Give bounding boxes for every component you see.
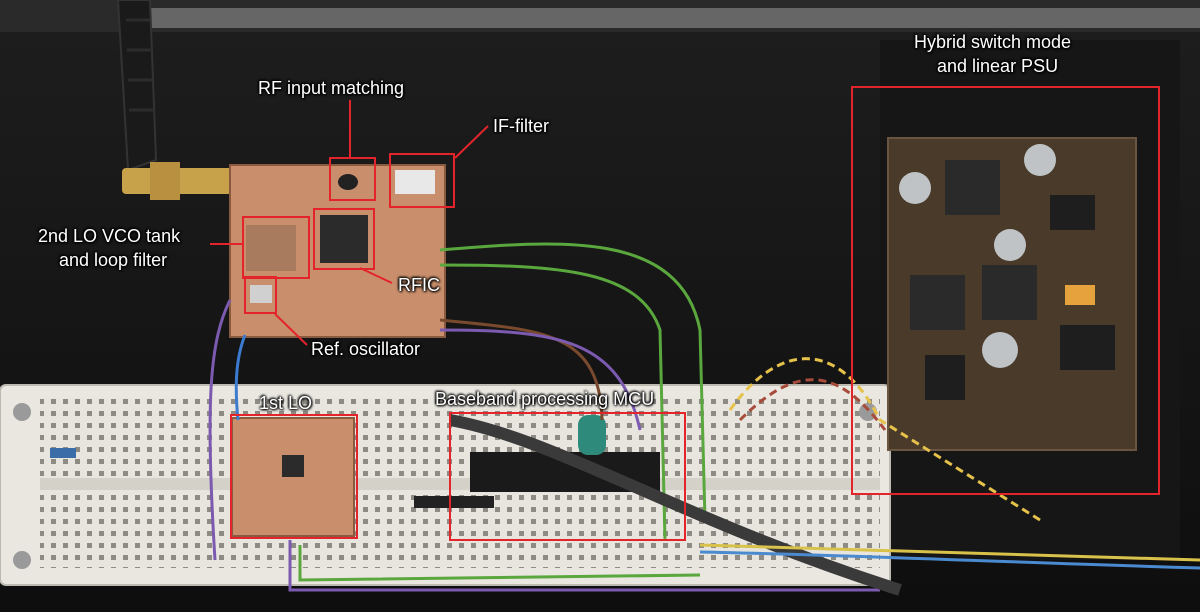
- label-ref-oscillator: Ref. oscillator: [311, 339, 421, 359]
- baseband-mcu-box: [449, 412, 686, 541]
- label-baseband-mcu: Baseband processing MCU: [435, 389, 655, 409]
- psu-box: [851, 86, 1160, 495]
- antenna-icon: [116, 0, 158, 172]
- first-lo-board: [231, 417, 355, 537]
- label-rfic: RFIC: [398, 275, 440, 295]
- rf-input-matching-box: [329, 157, 376, 201]
- rfic-box: [313, 208, 375, 270]
- label-lo-vco-line1: 2nd LO VCO tank: [38, 226, 181, 246]
- if-filter-box: [389, 153, 455, 208]
- first-lo-box: [230, 414, 358, 539]
- label-psu-line2: and linear PSU: [937, 56, 1059, 76]
- wires: [208, 242, 1200, 596]
- label-lo-vco-line2: and loop filter: [59, 250, 168, 270]
- rfic-leader: [359, 267, 393, 284]
- psu-board: [887, 137, 1137, 451]
- light-strip: [150, 8, 1200, 28]
- enclosure-top-rim: [0, 0, 1200, 32]
- label-if-filter: IF-filter: [493, 116, 549, 136]
- rf-pcb: [229, 164, 446, 338]
- label-psu-line1: Hybrid switch mode: [914, 32, 1072, 52]
- label-first-lo: 1st LO: [259, 393, 313, 413]
- sma-connector-icon: [122, 162, 232, 200]
- ref-osc-leader: [274, 313, 308, 346]
- if-filter-leader: [454, 125, 489, 159]
- label-rf-input-matching: RF input matching: [258, 78, 405, 98]
- ref-oscillator-box: [244, 276, 277, 314]
